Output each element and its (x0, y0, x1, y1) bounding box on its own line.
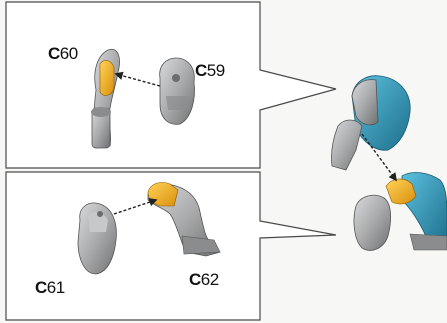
part-label-c59: C59 (195, 61, 225, 81)
assembled-arm (331, 76, 410, 170)
part-c59 (160, 58, 195, 124)
assembled-leg (354, 173, 447, 251)
part-label-c60: C60 (48, 44, 78, 64)
part-label-c61: C61 (35, 278, 65, 298)
part-label-c62: C62 (189, 270, 219, 290)
